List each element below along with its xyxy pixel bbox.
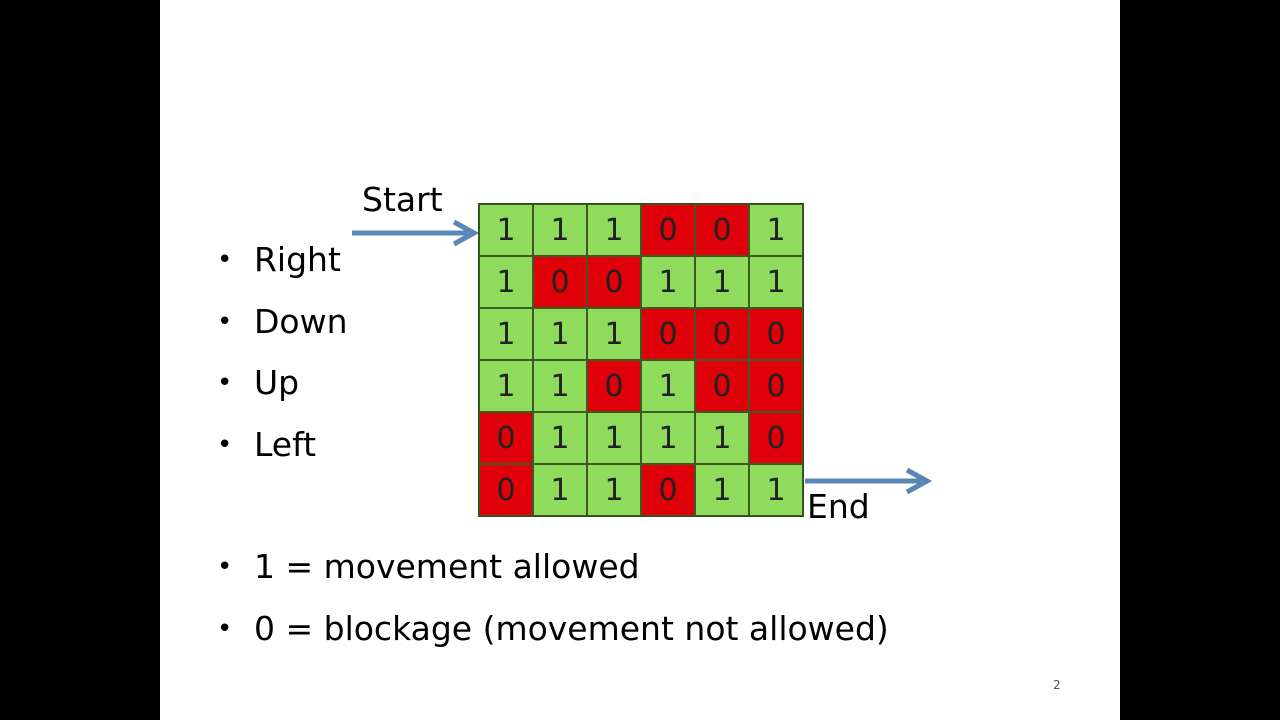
grid-cell: 0 (641, 308, 695, 360)
direction-item: Up (217, 363, 348, 425)
start-label: Start (362, 180, 443, 219)
grid-cell: 1 (641, 412, 695, 464)
grid-cell: 1 (749, 204, 803, 256)
grid-cell: 0 (749, 360, 803, 412)
grid-cell: 1 (749, 464, 803, 516)
grid-cell: 0 (641, 464, 695, 516)
grid-cell: 1 (587, 412, 641, 464)
grid-cell: 0 (533, 256, 587, 308)
direction-item: Down (217, 302, 348, 364)
grid-cell: 1 (695, 412, 749, 464)
direction-item: Left (217, 425, 348, 487)
grid-cell: 0 (479, 464, 533, 516)
grid-cell: 0 (641, 204, 695, 256)
grid-cell: 1 (695, 256, 749, 308)
grid-cell: 1 (587, 204, 641, 256)
grid-cell: 1 (587, 464, 641, 516)
legend-item: 1 = movement allowed (217, 547, 889, 609)
grid-cell: 1 (533, 464, 587, 516)
grid-cell: 1 (749, 256, 803, 308)
end-label: End (807, 487, 870, 526)
grid-cell: 0 (749, 308, 803, 360)
grid-cell: 0 (749, 412, 803, 464)
grid-cell: 1 (533, 412, 587, 464)
grid-cell: 1 (479, 256, 533, 308)
grid-cell: 1 (479, 360, 533, 412)
grid-cell: 1 (641, 256, 695, 308)
slide: Right Down Up Left Start 111001100111111… (160, 0, 1120, 720)
grid-cell: 1 (641, 360, 695, 412)
grid-cell: 0 (587, 256, 641, 308)
end-arrow-icon (805, 467, 933, 495)
grid-cell: 0 (587, 360, 641, 412)
grid-cell: 1 (479, 308, 533, 360)
direction-list: Right Down Up Left (217, 240, 348, 486)
grid-cell: 0 (695, 360, 749, 412)
grid-cell: 0 (695, 308, 749, 360)
legend-item: 0 = blockage (movement not allowed) (217, 609, 889, 671)
start-arrow-icon (352, 219, 480, 247)
grid-cell: 0 (695, 204, 749, 256)
grid-cell: 1 (587, 308, 641, 360)
page-number: 2 (1053, 678, 1061, 692)
direction-item: Right (217, 240, 348, 302)
grid-cell: 1 (533, 204, 587, 256)
legend-list: 1 = movement allowed 0 = blockage (movem… (217, 547, 889, 670)
grid-cell: 1 (533, 360, 587, 412)
grid-cell: 1 (479, 204, 533, 256)
grid-cell: 1 (533, 308, 587, 360)
grid-cell: 1 (695, 464, 749, 516)
grid-cell: 0 (479, 412, 533, 464)
